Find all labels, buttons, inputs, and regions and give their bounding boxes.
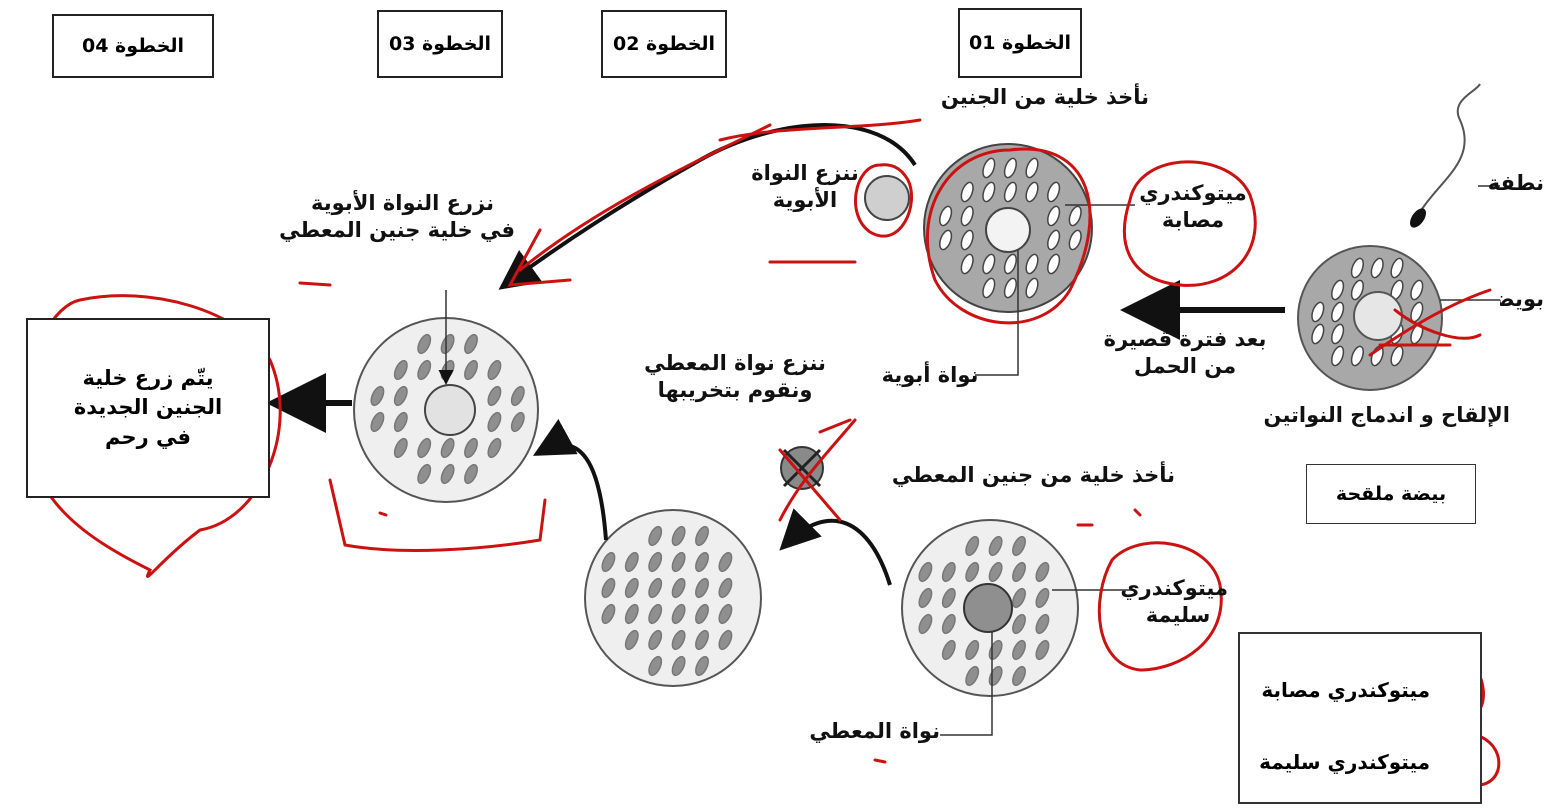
enucleated-donor-cell	[585, 510, 761, 686]
donor-embryo-cell	[902, 520, 1078, 696]
remove-parental-line2: الأبوية	[773, 188, 838, 212]
arrow-remove-donor-nucleus	[785, 521, 890, 585]
transplant-nucleus-label: نزرع النواة الأبوية في خلية جنين المعطي	[290, 190, 515, 245]
reconstructed-nucleus	[425, 385, 475, 435]
after-short-time-line1: بعد فترة قصيرة	[1104, 327, 1267, 351]
implant-box: يتّم زرع خلية الجنين الجديدة في رحم	[26, 318, 270, 498]
parental-nucleus-label: نواة أبوية	[880, 362, 980, 389]
remove-donor-line2: ونقوم بتخريبها	[658, 378, 813, 402]
step-01-label: الخطوة 01	[958, 8, 1082, 78]
remove-parental-nucleus-label: ننزع النواة الأبوية	[750, 160, 860, 215]
legend-healthy-label: ميتوكندري سليمة	[1259, 750, 1430, 774]
implant-line3: في رحم	[74, 423, 222, 452]
implant-line2: الجنين الجديدة	[74, 393, 222, 422]
healthy-mito-line1: ميتوكندري	[1120, 576, 1228, 600]
after-short-time-line2: من الحمل	[1134, 354, 1236, 378]
diseased-mito-line1: ميتوكندري	[1139, 181, 1247, 205]
fertilization-label: الإلقاح و اندماج النواتين	[1270, 402, 1510, 429]
step-02-label: الخطوة 02	[601, 10, 727, 78]
implant-line1: يتّم زرع خلية	[74, 364, 222, 393]
take-embryo-cell-label: نأخذ خلية من الجنين	[930, 84, 1160, 111]
sperm-label: نطفة	[1500, 170, 1544, 197]
arrow-to-reconstructed	[540, 445, 606, 540]
transplant-line1: نزرع النواة الأبوية	[311, 191, 494, 215]
embryo-cell-diseased	[924, 144, 1092, 312]
removed-parental-nucleus	[865, 176, 909, 220]
diseased-mito-line2: مصابة	[1162, 208, 1224, 232]
take-donor-cell-label: نأخذ خلية من جنين المعطي	[895, 462, 1175, 489]
healthy-mito-label: ميتوكندري سليمة	[1128, 575, 1228, 630]
fertilized-egg-cell	[1298, 246, 1442, 390]
embryo-parental-nucleus	[986, 208, 1030, 252]
after-short-time-label: بعد فترة قصيرة من الحمل	[1100, 326, 1270, 381]
remove-donor-line1: ننزع نواة المعطي	[644, 351, 826, 375]
transplant-line2: في خلية جنين المعطي	[279, 218, 515, 242]
diseased-mito-label: ميتوكندري مصابة	[1128, 180, 1258, 235]
step-03-label: الخطوة 03	[377, 10, 503, 78]
legend-box: ميتوكندري مصابة ميتوكندري سليمة	[1238, 632, 1482, 804]
donor-nucleus-label: نواة المعطي	[830, 718, 940, 745]
step-04-label: الخطوة 04	[52, 14, 214, 78]
legend-diseased-label: ميتوكندري مصابة	[1261, 678, 1430, 702]
remove-donor-nucleus-label: ننزع نواة المعطي ونقوم بتخريبها	[635, 350, 835, 405]
egg-nucleus	[1354, 292, 1402, 340]
egg-label: بويضة	[1500, 286, 1544, 313]
fertilized-egg-box: بيضة ملقحة	[1306, 464, 1476, 524]
remove-parental-line1: ننزع النواة	[751, 161, 859, 185]
sperm	[1407, 84, 1480, 230]
donor-nucleus	[964, 584, 1012, 632]
healthy-mito-line2: سليمة	[1146, 603, 1211, 627]
